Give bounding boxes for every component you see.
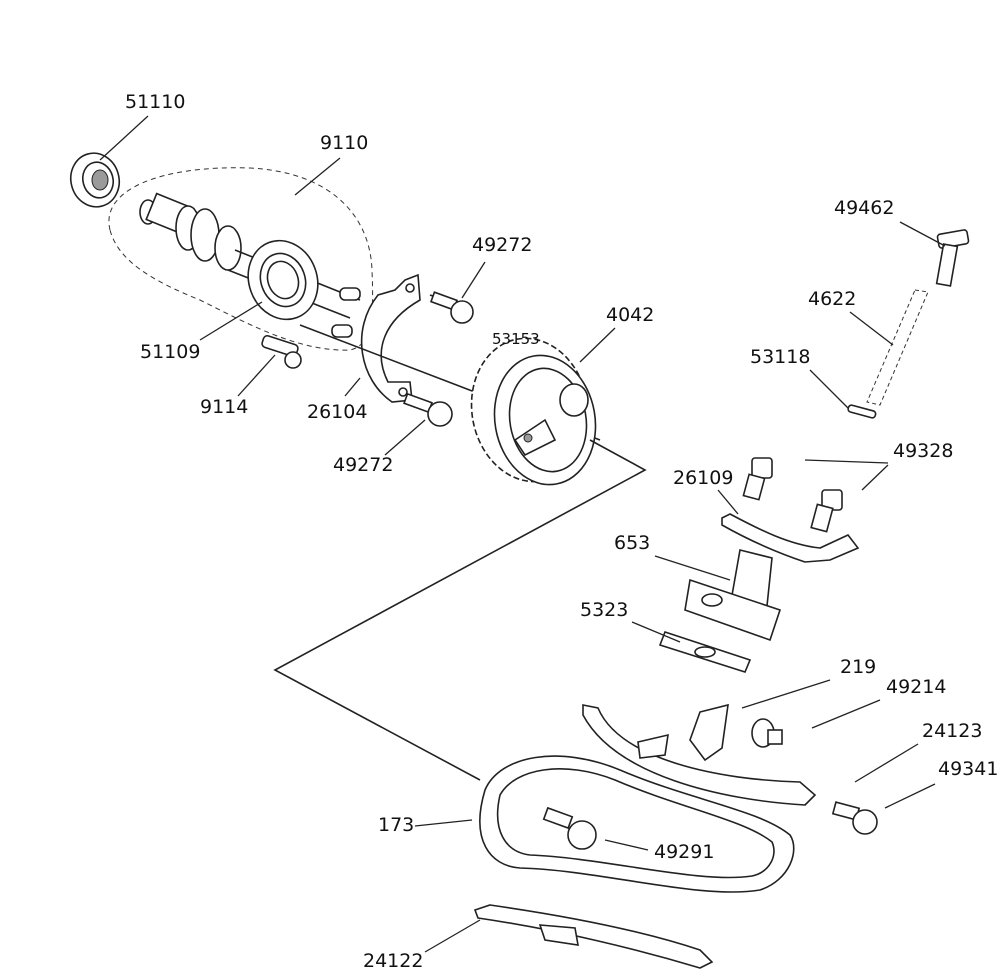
label-173: 173	[378, 814, 414, 836]
spacer-24123-part	[751, 718, 783, 748]
leader-lines	[99, 115, 946, 953]
bolt-49462-part	[935, 229, 970, 287]
bolt-49328-left-part	[742, 457, 773, 501]
bolt-49272-top-part	[429, 291, 474, 324]
label-4042: 4042	[606, 304, 654, 326]
label-53153: 53153	[492, 330, 540, 348]
cam-sprocket-4042-part	[470, 337, 597, 486]
camshaft-part	[139, 192, 361, 319]
label-5323: 5323	[580, 599, 628, 621]
label-49291: 49291	[654, 841, 714, 863]
gasket-26109-part	[721, 513, 860, 563]
label-51110: 51110	[125, 91, 185, 113]
label-9114: 9114	[200, 396, 248, 418]
label-24123: 24123	[922, 720, 982, 742]
bearing-51110-part	[69, 152, 121, 208]
label-26104: 26104	[307, 401, 367, 423]
bolt-49328-right-part	[810, 489, 843, 533]
label-24122: 24122	[363, 950, 423, 972]
label-49462: 49462	[834, 197, 894, 219]
chain-path-lines	[273, 439, 647, 781]
tensioner-653-part	[684, 549, 782, 642]
pin-9114-part	[261, 334, 302, 369]
bolt-49291-part	[542, 806, 597, 850]
timing-chain-173-part	[479, 755, 795, 893]
pin-53118-part	[847, 404, 877, 419]
dowel-pin-part-2	[331, 324, 353, 338]
label-49272-bottom: 49272	[333, 454, 393, 476]
bolt-49341-part	[831, 801, 878, 835]
label-49328: 49328	[893, 440, 953, 462]
chain-guide-24122-part	[473, 904, 714, 969]
label-51109: 51109	[140, 341, 200, 363]
label-49341: 49341	[938, 758, 998, 780]
dowel-pin-part	[339, 287, 361, 301]
bearing-51109-part	[247, 239, 319, 321]
label-4622: 4622	[808, 288, 856, 310]
bolt-49272-bottom-part	[403, 392, 453, 427]
gasket-5323-part	[658, 631, 752, 673]
label-9110: 9110	[320, 132, 368, 154]
label-53118: 53118	[750, 346, 810, 368]
label-49214: 49214	[886, 676, 946, 698]
label-49272-top: 49272	[472, 234, 532, 256]
bracket-26104-part	[360, 273, 421, 403]
rod-4622-part	[866, 289, 929, 406]
label-26109: 26109	[673, 467, 733, 489]
label-653: 653	[614, 532, 650, 554]
bracket-219-part	[689, 703, 729, 762]
camshaft-assembly-group	[108, 167, 374, 351]
label-219: 219	[840, 656, 876, 678]
chain-guide-49214-part	[582, 704, 817, 806]
